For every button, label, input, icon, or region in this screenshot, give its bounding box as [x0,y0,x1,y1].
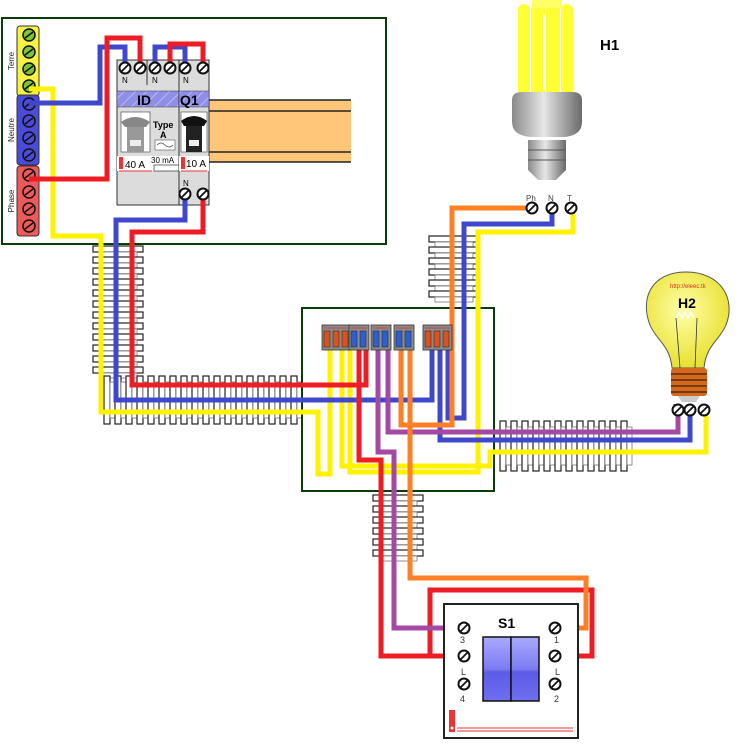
breaker-bottom-terminal-label: N [183,179,189,188]
wire-return-h1-lamp [398,205,532,428]
lamp-h2-url: http://eleec.tk [670,284,707,290]
wires [29,35,709,659]
bulb-screw-base-icon [671,368,707,402]
terminal-block-phase: Phase [7,165,40,237]
h1-terminal-screw [545,201,559,215]
s1-terminal-screw [457,621,471,635]
wago-connector-1 [321,324,352,351]
rcd-type-label: Type [153,120,173,130]
breaker-q1[interactable]: Q1 10 A N N [178,59,210,206]
s1-terminal-screw [457,677,471,691]
wire-phase-supply [29,35,143,182]
breaker-terminal-screw [133,61,147,75]
s1-terminal-1-label: 1 [554,635,559,645]
rcd-id[interactable]: ID Type A 40 A 30 mA N N [116,59,180,206]
s1-terminal-4-label: 4 [460,694,465,704]
wago-connector-4 [393,324,415,351]
lamp-h1-label: H1 [600,37,619,54]
h1-terminal-screw [564,201,578,215]
breaker-terminal-screw [118,61,132,75]
lamp-h2-label: H2 [678,295,696,311]
lamp-h1[interactable]: H1 Ph N T [512,0,619,203]
wire-return-h1-switch [407,345,589,631]
wago-connector-5 [422,324,453,351]
conduit-horizontal [499,420,633,472]
rcd-sensitivity: 30 mA [151,156,175,165]
terminal-block-label: Neutre [7,117,16,142]
cfl-tubes-icon [518,0,573,96]
wire-neutral-supply [29,44,128,106]
breaker-rating: 10 A [186,159,206,170]
rcd-name: ID [137,92,151,108]
wire-phase-switch-bridge [427,587,595,659]
s1-terminal-l-right-label: L [555,667,560,677]
rcd-terminal-label-2: N [152,76,158,85]
s1-terminal-screw [548,621,562,635]
wago-connector-3 [370,324,392,351]
distribution-panel [1,17,387,245]
terminal-block-label: Terre [7,51,16,70]
rcd-type-value: A [160,130,167,140]
h1-terminal-ph-label: Ph [526,194,536,203]
wago-connectors [321,324,453,351]
h2-terminal-screw [671,403,685,417]
wire-return-h2-lamp [385,345,681,435]
wago-connector-2 [348,324,370,351]
wire-earth-h2 [339,345,709,469]
breaker-terminal-screw [148,61,162,75]
breaker-terminal-screw [196,61,210,75]
switch-s1-label: S1 [498,615,515,631]
wire-phase-feed [129,194,369,388]
h2-terminal-screw [697,403,711,417]
h1-terminal-t-label: T [567,194,572,203]
terminal-block-terre: Terre [7,25,40,97]
s1-terminal-screw [548,649,562,663]
wire-phase-rcd-breaker [167,41,206,68]
breaker-top-terminal-label: N [183,76,189,85]
s1-terminal-l-left-label: L [461,667,466,677]
lamp-h2[interactable]: http://eleec.tk H2 Ph N T [645,271,730,411]
wire-neutral-h2 [437,345,693,443]
s1-terminal-2-label: 2 [554,694,559,704]
wire-earth-supply [29,86,333,477]
breaker-terminal-screw [178,61,192,75]
h2-terminal-screw [683,403,697,417]
wire-neutral-h1 [445,212,555,421]
breaker-terminal-screw [178,187,192,201]
rcd-terminal-label-1: N [122,76,128,85]
wire-earth-h1 [347,212,576,475]
s1-terminal-3-label: 3 [460,635,465,645]
rcd-rating: 40 A [125,160,145,171]
rocker-button-right[interactable] [510,636,540,702]
wire-neutral-feed [113,194,435,403]
h1-terminal-screw [525,201,539,215]
breaker-terminal-screw [163,61,177,75]
wire-phase-to-switch [356,345,464,659]
wire-return-h2-switch [375,345,464,631]
din-rail [205,99,351,163]
breaker-name: Q1 [180,92,199,108]
terminal-block-label: Phase [7,189,16,212]
terminal-screws [118,61,711,691]
breaker-terminal-screw [196,187,210,201]
h1-terminal-n-label: N [548,194,554,203]
rocker-button-left[interactable] [482,636,512,702]
s1-terminal-screw [548,677,562,691]
s1-terminal-screw [457,649,471,663]
